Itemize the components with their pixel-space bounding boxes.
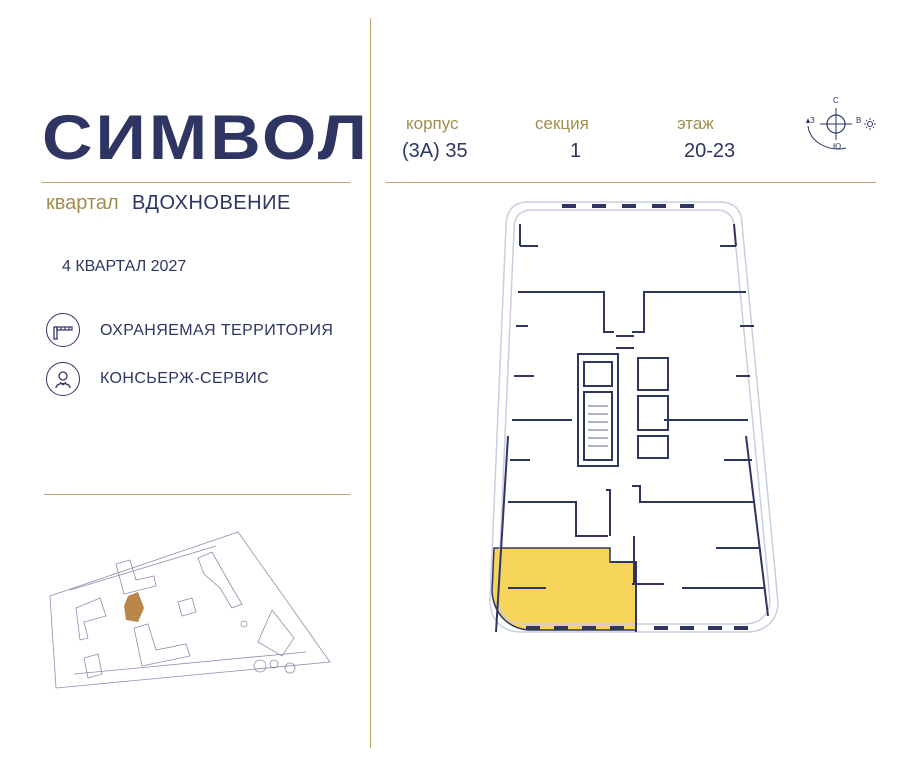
building-value: (3А) 35 <box>402 140 468 162</box>
info-divider <box>386 182 876 183</box>
floor-label: этаж <box>677 114 714 133</box>
barrier-gate-icon <box>46 313 80 347</box>
compass-west: З <box>810 116 815 125</box>
feature-concierge: КОНСЬЕРЖ-СЕРВИС <box>100 370 270 387</box>
section-label: секция <box>535 114 589 133</box>
features-divider <box>44 494 350 495</box>
building-label: корпус <box>406 114 459 133</box>
concierge-icon <box>46 362 80 396</box>
district-name: ВДОХНОВЕНИЕ <box>132 192 291 214</box>
compass-east: В <box>856 116 862 125</box>
feature-secure-territory: ОХРАНЯЕМАЯ ТЕРРИТОРИЯ <box>100 322 334 339</box>
compass: С В З Ю <box>800 96 882 156</box>
district-label: квартал <box>46 192 119 214</box>
site-plan <box>49 531 331 689</box>
floor-value: 20-23 <box>684 140 736 162</box>
column-divider <box>370 18 371 748</box>
brand-logo: СИМВОЛ <box>42 102 370 173</box>
floor-plan <box>489 201 779 633</box>
compass-north: С <box>833 96 839 105</box>
compass-south: Ю <box>833 142 842 151</box>
logo-divider <box>42 182 350 183</box>
section-value: 1 <box>570 140 582 162</box>
completion-date: 4 КВАРТАЛ 2027 <box>62 258 187 275</box>
